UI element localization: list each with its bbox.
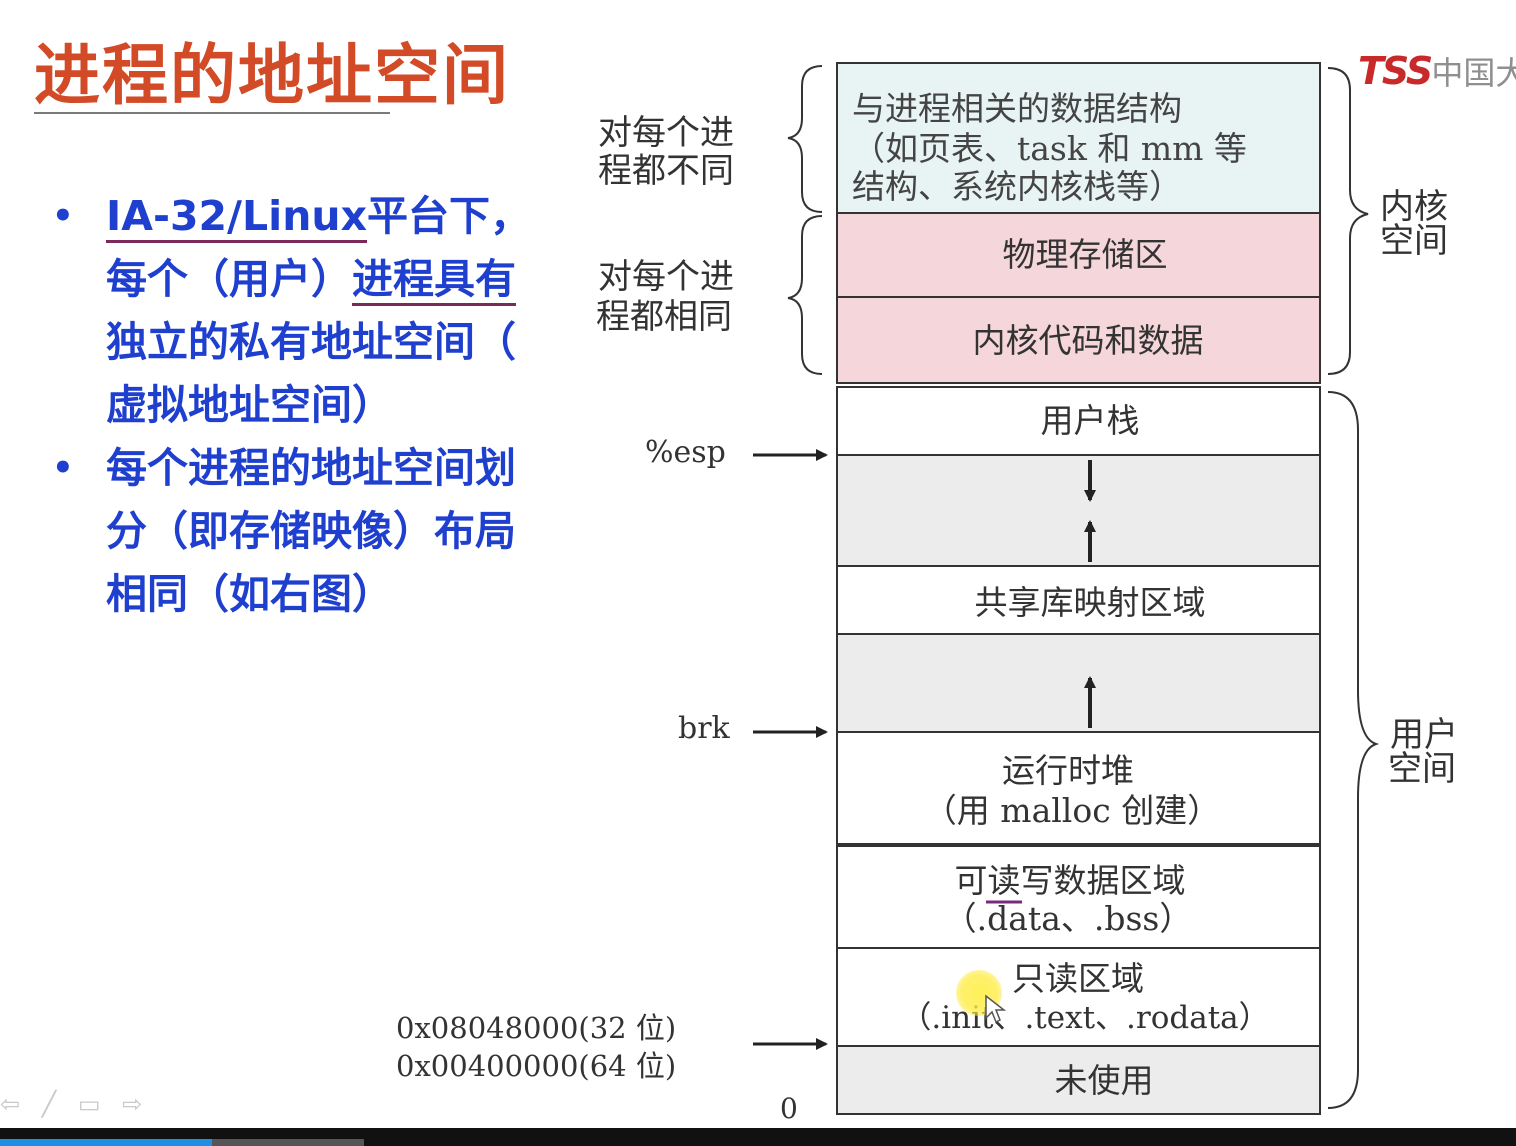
mouse-cursor-icon — [985, 994, 1006, 1024]
segment-physical-memory — [836, 212, 1321, 298]
label-user-space-line-1: 用户 — [1390, 715, 1458, 755]
segment-kernel-data-structures — [836, 62, 1321, 214]
label-kernel-space-line-1: 内核 — [1380, 187, 1448, 227]
page-title: 进程的地址空间 — [34, 37, 510, 114]
bullet-line: 独立的私有地址空间（ — [106, 318, 516, 366]
pointer-esp-label: %esp — [645, 435, 726, 470]
segment-ro-data-line-1: 只读区域 — [1012, 959, 1144, 998]
label-per-process-different-line-2: 程都不同 — [598, 151, 734, 191]
label-per-process-same-line-2: 程都相同 — [596, 297, 732, 337]
bullet-text-fragment: 平台下， — [367, 192, 532, 240]
segment-ro-data — [836, 947, 1321, 1047]
logo-org: 中国大 — [1431, 54, 1516, 92]
segment-unused — [836, 1045, 1321, 1115]
logo-brand: TSS — [1358, 49, 1433, 93]
segment-kernel-ds-line-2: （如页表、task 和 mm 等 — [852, 129, 1247, 168]
next-icon[interactable]: ⇨ — [122, 1090, 143, 1118]
bullet-text-fragment: 每个（用户） — [106, 255, 352, 303]
segment-unused-label: 未使用 — [1055, 1061, 1154, 1100]
segment-rw-data-line-2: （.data、.bss） — [944, 899, 1193, 938]
label-per-process-different-line-1: 对每个进 — [598, 113, 734, 153]
segment-runtime-heap — [836, 731, 1321, 845]
bullet-list: • IA-32/Linux平台下， 每个（用户）进程具有 独立的私有地址空间（ … — [48, 185, 538, 626]
previous-icon[interactable]: ⇦ — [0, 1090, 21, 1118]
bullet-line: 每个（用户）进程具有 — [106, 248, 538, 311]
emphasis-term: 进程具有 — [352, 255, 516, 306]
bullet-line: 虚拟地址空间） — [106, 381, 393, 429]
segment-shared-libraries-label: 共享库映射区域 — [975, 583, 1206, 622]
segment-user-stack — [836, 386, 1321, 456]
pen-icon[interactable]: ╱ — [41, 1090, 57, 1118]
bullet-line: 分（即存储映像）布局 — [106, 507, 516, 555]
video-progress-bar[interactable] — [0, 1128, 1516, 1146]
gap-shared-heap — [836, 633, 1321, 733]
segment-kernel-code-data — [836, 296, 1321, 384]
segment-kernel-ds-line-1: 与进程相关的数据结构 — [852, 89, 1182, 128]
segment-kernel-code-data-label: 内核代码和数据 — [973, 321, 1204, 360]
pointer-zero-label: 0 — [780, 1092, 798, 1125]
tss-logo: TSS中国大 — [1358, 48, 1516, 94]
bullet-line: 相同（如右图） — [106, 570, 393, 618]
label-kernel-space-line-2: 空间 — [1380, 221, 1448, 261]
menu-icon[interactable]: ▭ — [77, 1090, 101, 1118]
bullet-line: 每个进程的地址空间划 — [106, 444, 516, 492]
segment-shared-libraries — [836, 565, 1321, 635]
pointer-brk-label: brk — [678, 711, 731, 746]
segment-user-stack-label: 用户栈 — [1041, 401, 1140, 440]
segment-runtime-heap-line-2: （用 malloc 创建） — [924, 791, 1220, 830]
video-buffered-bar — [212, 1139, 364, 1146]
segment-rw-data-line-1: 可读写数据区域 — [955, 861, 1186, 900]
title-underline — [34, 112, 390, 114]
label-user-space-line-2: 空间 — [1388, 749, 1456, 789]
segment-rw-data — [836, 845, 1321, 949]
pointer-start-64-label: 0x00400000(64 位) — [396, 1049, 676, 1083]
segment-runtime-heap-line-1: 运行时堆 — [1002, 751, 1134, 790]
bullet-item-same-layout: • 每个进程的地址空间划 分（即存储映像）布局 相同（如右图） — [48, 437, 538, 626]
bullet-item-private-address-space: • IA-32/Linux平台下， 每个（用户）进程具有 独立的私有地址空间（ … — [48, 185, 538, 437]
left-brace-per-process-same — [787, 215, 823, 375]
bullet-dot-icon: • — [52, 196, 74, 236]
segment-kernel-ds-line-3: 结构、系统内核栈等） — [852, 167, 1182, 206]
video-played-bar — [0, 1139, 212, 1146]
segment-ro-data-line-2: （.init、.text、.rodata） — [900, 1000, 1269, 1036]
pointer-start-32-label: 0x08048000(32 位) — [396, 1011, 676, 1045]
right-brace-user-space — [1327, 391, 1380, 1109]
gap-stack-shared — [836, 454, 1321, 567]
segment-physical-memory-label: 物理存储区 — [1003, 235, 1168, 274]
bullet-dot-icon: • — [52, 448, 74, 488]
bullet-line: IA-32/Linux平台下， — [106, 185, 538, 248]
slideshow-toolbar: ⇦ ╱ ▭ ⇨ — [0, 1090, 156, 1120]
left-brace-per-process-different — [787, 65, 823, 213]
platform-term: IA-32/Linux — [106, 192, 368, 243]
right-brace-kernel-space — [1327, 67, 1369, 375]
label-per-process-same-line-1: 对每个进 — [598, 257, 734, 297]
